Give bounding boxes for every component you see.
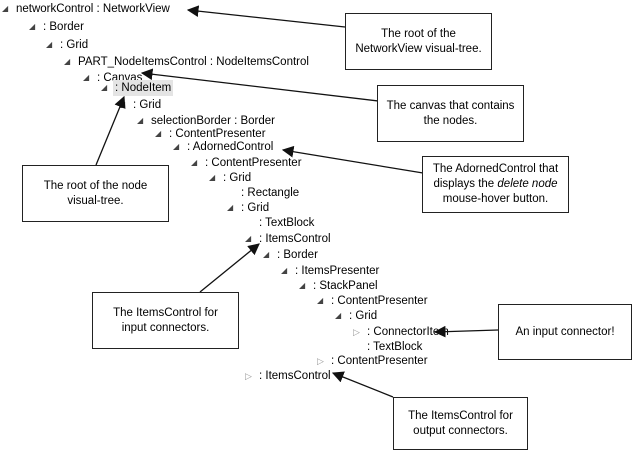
tree-row-grid[interactable]: ◢ : Grid xyxy=(46,37,90,53)
tree-item-label[interactable]: : TextBlock xyxy=(367,341,423,353)
callout-canvas: The canvas that contains the nodes. xyxy=(377,85,524,142)
callout-text: The canvas that contains xyxy=(386,99,515,112)
tree-row-itemscontrol[interactable]: ◢ : ItemsControl xyxy=(245,231,333,247)
callout-text: displays the xyxy=(433,178,498,190)
expand-triangle-icon[interactable]: ◢ xyxy=(191,158,198,167)
callout-text: NetworkView visual-tree. xyxy=(355,42,482,55)
expand-triangle-icon[interactable]: ◢ xyxy=(317,296,324,305)
arrow-input-connector xyxy=(433,325,499,338)
callout-text: An input connector! xyxy=(515,325,615,338)
expand-triangle-icon[interactable]: ◢ xyxy=(46,40,53,49)
callout-text: The root of the xyxy=(381,27,456,40)
tree-row-connectoritem[interactable]: ▷ : ConnectorItem xyxy=(353,324,451,340)
tree-item-label[interactable]: networkControl : NetworkView xyxy=(16,3,170,15)
callout-text: mouse-hover button. xyxy=(442,193,549,205)
expand-triangle-icon[interactable]: ◢ xyxy=(227,203,234,212)
callout-text: the nodes. xyxy=(423,114,478,127)
callout-node-root: The root of the node visual-tree. xyxy=(22,165,169,222)
expand-triangle-icon[interactable]: ◢ xyxy=(101,83,108,92)
tree-row-border-2[interactable]: ◢ : Border xyxy=(263,247,320,263)
expand-triangle-icon[interactable]: ◢ xyxy=(245,234,252,243)
tree-item-label[interactable]: : ItemsPresenter xyxy=(295,265,380,277)
tree-item-label[interactable]: : AdornedControl xyxy=(187,141,274,153)
tree-item-label[interactable]: : Grid xyxy=(60,39,89,51)
expand-triangle-icon[interactable]: ◢ xyxy=(2,4,9,13)
arrow-canvas xyxy=(140,68,388,103)
callout-output-itemscontrol: The ItemsControl for output connectors. xyxy=(393,397,528,450)
callout-text: The ItemsControl for xyxy=(113,306,218,319)
tree-item-label[interactable]: PART_NodeItemsControl : NodeItemsControl xyxy=(78,56,309,68)
tree-row-contentpresenter-3[interactable]: ◢ : ContentPresenter xyxy=(317,293,430,309)
callout-text-line2: displays the delete node xyxy=(433,177,558,192)
tree-item-label-selected[interactable]: : NodeItem xyxy=(113,80,174,96)
tree-row-nodeitem[interactable]: ◢ : NodeItem xyxy=(101,80,174,96)
tree-item-label[interactable]: : Grid xyxy=(241,202,270,214)
tree-row-textblock[interactable]: : TextBlock xyxy=(257,215,316,231)
tree-item-label[interactable]: : ContentPresenter xyxy=(169,128,266,140)
expand-triangle-icon[interactable]: ◢ xyxy=(263,250,270,259)
tree-row-border[interactable]: ◢ : Border xyxy=(29,19,86,35)
arrow-output-itemscontrol xyxy=(331,371,394,398)
expand-triangle-icon[interactable]: ◢ xyxy=(281,266,288,275)
tree-item-label[interactable]: : Grid xyxy=(349,310,378,322)
expand-triangle-icon[interactable]: ◢ xyxy=(29,22,36,31)
arrow-node-root xyxy=(95,95,126,166)
tree-item-label[interactable]: : Rectangle xyxy=(241,187,300,199)
expand-triangle-icon[interactable]: ◢ xyxy=(209,173,216,182)
tree-item-label[interactable]: : ContentPresenter xyxy=(205,157,302,169)
callout-text: output connectors. xyxy=(413,424,508,437)
tree-item-label[interactable]: : ContentPresenter xyxy=(331,295,428,307)
tree-row-contentpresenter-4[interactable]: ▷ : ContentPresenter xyxy=(317,353,430,369)
tree-item-label[interactable]: : Border xyxy=(277,249,318,261)
tree-item-label[interactable]: : ItemsControl xyxy=(259,370,331,382)
expand-triangle-icon[interactable]: ◢ xyxy=(173,142,180,151)
tree-item-label[interactable]: : StackPanel xyxy=(313,280,378,292)
tree-row-adornedcontrol[interactable]: ◢ : AdornedControl xyxy=(173,139,275,155)
collapsed-triangle-icon[interactable]: ▷ xyxy=(317,356,324,366)
callout-input-connector: An input connector! xyxy=(498,304,632,360)
tree-row-stackpanel[interactable]: ◢ : StackPanel xyxy=(299,278,380,294)
expand-triangle-icon[interactable]: ◢ xyxy=(64,57,71,66)
expand-triangle-icon[interactable]: ◢ xyxy=(155,129,162,138)
callout-input-itemscontrol: The ItemsControl for input connectors. xyxy=(92,292,239,349)
tree-item-label[interactable]: : Grid xyxy=(223,172,252,184)
expand-triangle-icon[interactable]: ◢ xyxy=(299,281,306,290)
expand-triangle-icon[interactable]: ◢ xyxy=(137,116,144,125)
tree-row-contentpresenter[interactable]: ◢ : ContentPresenter xyxy=(155,126,268,142)
tree-row-networkcontrol[interactable]: ◢ networkControl : NetworkView xyxy=(2,1,172,17)
callout-text: visual-tree. xyxy=(67,194,124,207)
tree-item-label[interactable]: : Grid xyxy=(133,99,162,111)
tree-item-label[interactable]: : ItemsControl xyxy=(259,233,331,245)
callout-networkview-root: The root of the NetworkView visual-tree. xyxy=(345,13,492,70)
arrow-networkview-root xyxy=(186,5,346,28)
tree-item-label[interactable]: : TextBlock xyxy=(259,217,315,229)
arrow-adorned-control xyxy=(281,145,424,174)
tree-item-label[interactable]: : Border xyxy=(43,21,84,33)
tree-item-label[interactable]: : ConnectorItem xyxy=(367,326,449,338)
expand-triangle-icon[interactable]: ◢ xyxy=(335,311,342,320)
arrow-input-itemscontrol xyxy=(199,243,260,293)
expand-triangle-icon[interactable]: ◢ xyxy=(83,73,90,82)
collapsed-triangle-icon[interactable]: ▷ xyxy=(245,371,252,381)
tree-row-grid-5[interactable]: ◢ : Grid xyxy=(335,308,379,324)
tree-row-contentpresenter-2[interactable]: ◢ : ContentPresenter xyxy=(191,155,304,171)
tree-row-grid-4[interactable]: ◢ : Grid xyxy=(227,200,271,216)
tree-row-selectionborder[interactable]: ◢ selectionBorder : Border xyxy=(137,113,277,129)
callout-text: The ItemsControl for xyxy=(408,409,513,422)
tree-row-grid-3[interactable]: ◢ : Grid xyxy=(209,170,253,186)
tree-row-itemspresenter[interactable]: ◢ : ItemsPresenter xyxy=(281,263,381,279)
tree-row-rectangle[interactable]: : Rectangle xyxy=(239,185,301,201)
tree-item-label[interactable]: : ContentPresenter xyxy=(331,355,428,367)
callout-text: The AdornedControl that xyxy=(432,163,559,175)
tree-row-itemscontrol-2[interactable]: ▷ : ItemsControl xyxy=(245,368,333,384)
tree-row-part-nodeitemscontrol[interactable]: ◢ PART_NodeItemsControl : NodeItemsContro… xyxy=(64,54,311,70)
callout-adorned-control: The AdornedControl that displays the del… xyxy=(422,156,569,213)
callout-text: input connectors. xyxy=(121,321,210,334)
callout-text: The root of the node xyxy=(43,179,148,192)
tree-item-label[interactable]: selectionBorder : Border xyxy=(151,115,276,127)
callout-text-emphasis: delete node xyxy=(497,178,558,190)
collapsed-triangle-icon[interactable]: ▷ xyxy=(353,327,360,337)
tree-row-textblock-2[interactable]: : TextBlock xyxy=(365,339,424,355)
